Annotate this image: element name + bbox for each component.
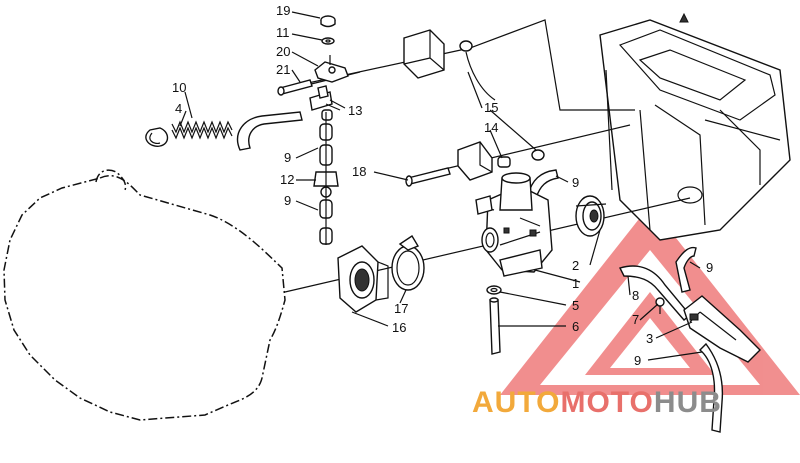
part-9-hose-bottom xyxy=(698,342,724,433)
callout-9-d: 9 xyxy=(706,260,713,275)
part-3-pump xyxy=(683,295,761,363)
callout-1: 1 xyxy=(572,276,579,291)
callout-17: 17 xyxy=(394,301,408,316)
callout-14: 14 xyxy=(484,120,498,135)
callout-10: 10 xyxy=(172,80,186,95)
callout-12: 12 xyxy=(280,172,294,187)
part-1-carburetor xyxy=(475,172,553,277)
part-13-fitting xyxy=(309,85,346,111)
part-18-screw xyxy=(405,167,451,187)
callout-9-a: 9 xyxy=(284,150,291,165)
part-17-clamp xyxy=(391,235,425,291)
fuel-line-stack xyxy=(313,109,339,245)
bracket-block xyxy=(403,29,445,79)
watermark-hub: HUB xyxy=(654,386,722,419)
callout-3: 3 xyxy=(646,331,653,346)
axis-line-hose xyxy=(284,19,635,111)
callout-labels: 19 11 20 21 13 10 4 9 12 9 15 14 18 9 2 … xyxy=(172,3,713,368)
callout-4: 4 xyxy=(175,101,182,116)
engine-outline xyxy=(3,175,286,421)
part-11-washer xyxy=(321,37,335,45)
watermark-moto: MOTO xyxy=(560,386,653,419)
part-9-hose-left xyxy=(236,111,303,151)
part-2-boot xyxy=(575,195,607,237)
svg-text:AUTOMOTOHUB: AUTOMOTOHUB xyxy=(472,386,722,419)
callout-16: 16 xyxy=(392,320,406,335)
callout-13: 13 xyxy=(348,103,362,118)
cable-bracket xyxy=(457,141,493,181)
callout-9-b: 9 xyxy=(284,193,291,208)
part-16-flange xyxy=(337,245,389,313)
airbox xyxy=(599,12,791,241)
callout-19: 19 xyxy=(276,3,290,18)
part-4-clip xyxy=(145,127,169,147)
part-9-hose-carb xyxy=(527,169,559,199)
callout-20: 20 xyxy=(276,44,290,59)
watermark-auto: AUTO xyxy=(472,386,560,419)
callout-9-e: 9 xyxy=(634,353,641,368)
watermark-text: AUTOMOTOHUB xyxy=(472,386,722,419)
part-8-hose xyxy=(619,265,691,321)
callout-15: 15 xyxy=(484,100,498,115)
callout-9-c: 9 xyxy=(572,175,579,190)
leader-lines xyxy=(179,11,703,361)
callout-7: 7 xyxy=(632,312,639,327)
callout-18: 18 xyxy=(352,164,366,179)
part-21-screw xyxy=(277,79,313,96)
callout-8: 8 xyxy=(632,288,639,303)
part-20-bracket xyxy=(314,55,349,83)
callout-2: 2 xyxy=(572,258,579,273)
part-19-nut xyxy=(320,15,336,28)
callout-5: 5 xyxy=(572,298,579,313)
callout-21: 21 xyxy=(276,62,290,77)
callout-11: 11 xyxy=(276,25,290,40)
callout-6: 6 xyxy=(572,319,579,334)
part-10-spring xyxy=(171,120,233,140)
part-9-hose-right xyxy=(675,246,697,293)
part-6-rod xyxy=(489,297,501,355)
part-15-grommet xyxy=(459,40,545,161)
part-14-spacer xyxy=(497,156,511,168)
part-5-clamp xyxy=(486,285,502,295)
